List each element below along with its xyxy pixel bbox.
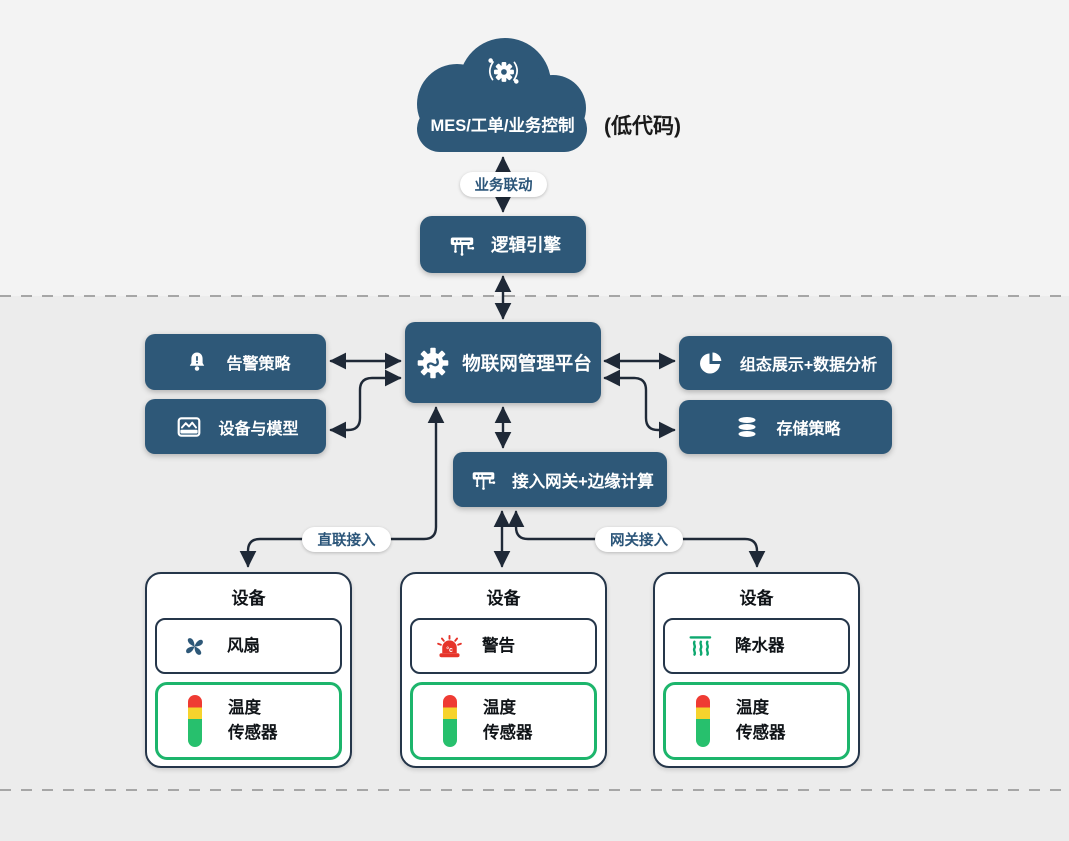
sensor-box: 温度 传感器 xyxy=(410,682,597,760)
dashed-separator-bottom xyxy=(0,789,1069,791)
alert-policy-node: 告警策略 xyxy=(145,334,326,390)
gateway-node: 接入网关+边缘计算 xyxy=(453,452,667,507)
component-box-alarm: °c 警告 xyxy=(410,618,597,674)
sensor-line2: 传感器 xyxy=(483,724,533,742)
gateway-access-pill: 网关接入 xyxy=(595,527,683,552)
temperature-bar-icon xyxy=(433,695,467,747)
sensor-line1: 温度 xyxy=(736,699,769,718)
gateway-label: 接入网关+边缘计算 xyxy=(512,472,654,491)
platform-label: 物联网管理平台 xyxy=(462,352,592,374)
sensor-box: 温度 传感器 xyxy=(155,682,342,760)
sensor-box: 温度 传感器 xyxy=(663,682,850,760)
cloud-label: MES/工单/业务控制 xyxy=(430,117,575,135)
bell-icon xyxy=(180,350,214,374)
device-model-label: 设备与模型 xyxy=(218,420,299,438)
logic-engine-label: 逻辑引擎 xyxy=(491,235,561,255)
viz-analytics-node: 组态展示+数据分析 xyxy=(679,336,892,390)
pie-chart-icon xyxy=(694,351,728,375)
api-gear-icon xyxy=(484,52,522,95)
temperature-bar-icon xyxy=(686,695,720,747)
component-label: 降水器 xyxy=(735,636,785,655)
device-card-fan: 设备 风扇 温度 传感器 xyxy=(145,572,352,768)
component-label: 风扇 xyxy=(227,636,260,655)
device-card-alarm: 设备 °c 警告 温度 传感器 xyxy=(400,572,607,768)
alert-policy-label: 告警策略 xyxy=(226,356,291,373)
sprinkler-icon xyxy=(685,633,719,659)
device-card-title: 设备 xyxy=(739,589,774,608)
router-icon xyxy=(445,231,479,259)
component-label: 警告 xyxy=(482,636,515,655)
component-box-sprinkler: 降水器 xyxy=(663,618,850,674)
iot-gear-icon xyxy=(414,345,452,381)
svg-text:°c: °c xyxy=(446,646,453,654)
device-card-title: 设备 xyxy=(486,589,521,608)
fan-icon xyxy=(177,633,211,660)
sensor-line1: 温度 xyxy=(228,699,261,718)
sensor-label: 温度 传感器 xyxy=(228,696,278,746)
lowcode-note: (低代码) xyxy=(604,115,681,138)
sensor-label: 温度 传感器 xyxy=(736,696,786,746)
platform-node: 物联网管理平台 xyxy=(405,322,601,403)
cloud-mes xyxy=(405,36,600,154)
device-model-node: 设备与模型 xyxy=(145,399,326,454)
sensor-line2: 传感器 xyxy=(228,724,278,742)
device-card-sprinkler: 设备 降水器 温度 传感器 xyxy=(653,572,860,768)
temperature-bar-icon xyxy=(178,695,212,747)
device-card-title: 设备 xyxy=(231,589,266,608)
alarm-icon: °c xyxy=(432,633,466,660)
model-icon xyxy=(172,414,206,440)
dashed-separator-top xyxy=(0,295,1069,297)
logic-engine-node: 逻辑引擎 xyxy=(420,216,586,273)
direct-access-pill: 直联接入 xyxy=(302,527,391,552)
arrow-platform-storage xyxy=(603,369,676,439)
viz-analytics-label: 组态展示+数据分析 xyxy=(739,357,878,374)
component-box-fan: 风扇 xyxy=(155,618,342,674)
arrow-model-platform xyxy=(329,369,402,439)
sensor-label: 温度 传感器 xyxy=(483,696,533,746)
storage-policy-label: 存储策略 xyxy=(776,421,841,438)
business-link-pill: 业务联动 xyxy=(460,172,547,197)
database-icon xyxy=(730,415,764,439)
router-icon xyxy=(466,466,500,493)
sensor-line2: 传感器 xyxy=(736,724,786,742)
sensor-line1: 温度 xyxy=(483,699,516,718)
storage-policy-node: 存储策略 xyxy=(679,400,892,454)
